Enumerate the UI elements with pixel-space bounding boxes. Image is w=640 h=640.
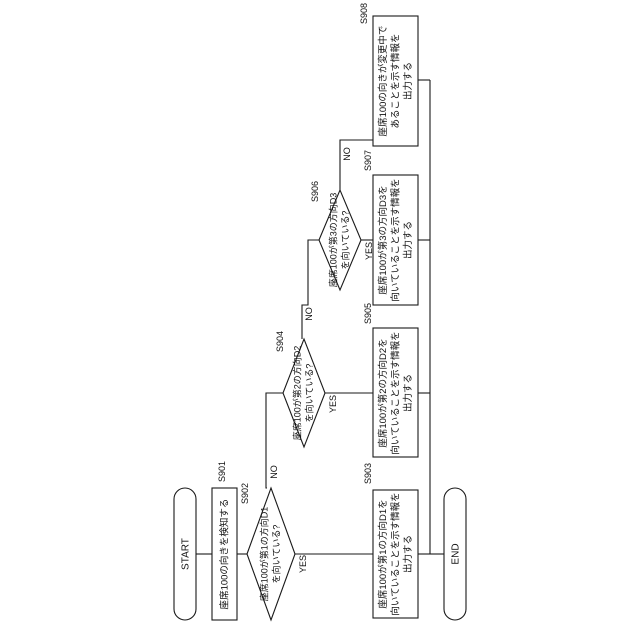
start-terminal: START: [174, 488, 196, 620]
s902-no-label: NO: [269, 465, 279, 479]
s904-diamond: 座席100が第2の方向D2 を向いている? S904 YES NO: [275, 307, 338, 447]
s903-text-line3: 出力する: [402, 535, 414, 573]
s902-yes-label: YES: [298, 555, 308, 573]
s901-text: 座席100の向きを検知する: [219, 499, 231, 610]
s907-box: 座席100が第3の方向D3を 向いていることを示す情報を 出力する S907: [363, 150, 418, 305]
s908-text-line2: あることを示す情報を: [390, 33, 402, 128]
s902-text-line2: を向いている?: [271, 525, 282, 584]
s903-text-line1: 座席100が第1の方向D1を: [377, 499, 389, 608]
s907-text-line3: 出力する: [402, 221, 414, 259]
s905-box: 座席100が第2の方向D2を 向いていることを示す情報を 出力する S905: [363, 303, 418, 457]
s908-text-line3: 出力する: [402, 62, 414, 100]
s906-no-label: NO: [342, 147, 352, 161]
start-label: START: [181, 538, 192, 570]
s903-step-label: S903: [363, 463, 373, 484]
end-label: END: [451, 543, 462, 564]
s908-step-label: S908: [359, 3, 369, 24]
s903-text-line2: 向いていることを示す情報を: [390, 492, 402, 615]
s907-text-line2: 向いていることを示す情報を: [390, 178, 402, 301]
s904-text-line2: を向いている?: [304, 364, 315, 423]
s906-step-label: S906: [310, 181, 320, 202]
s905-text-line3: 出力する: [402, 374, 414, 412]
s908-box: 座席100の向きが変更中で あることを示す情報を 出力する S908: [359, 3, 418, 146]
s905-text-line2: 向いていることを示す情報を: [390, 331, 402, 454]
s904-yes-label: YES: [328, 395, 338, 413]
s906-text-line1: 座席100が第3の方向D3: [328, 193, 339, 288]
s908-text-line1: 座席100の向きが変更中で: [377, 26, 389, 137]
s902-step-label: S902: [240, 483, 250, 504]
s902-diamond: 座席100が第1の方向D1 を向いている? S902 YES NO: [240, 465, 308, 620]
s906-text-line2: を向いている?: [340, 211, 351, 270]
s905-step-label: S905: [363, 303, 373, 324]
connector-s904-no-s906: [302, 240, 319, 339]
s903-box: 座席100が第1の方向D1を 向いていることを示す情報を 出力する S903: [363, 463, 418, 618]
s907-step-label: S907: [363, 150, 373, 171]
s905-text-line1: 座席100が第2の方向D2を: [377, 338, 389, 447]
s901-box: 座席100の向きを検知する S901: [212, 461, 237, 620]
s904-no-label: NO: [304, 307, 314, 321]
end-terminal: END: [444, 488, 466, 620]
s901-step-label: S901: [217, 461, 227, 482]
s907-text-line1: 座席100が第3の方向D3を: [377, 185, 389, 294]
s904-step-label: S904: [275, 331, 285, 352]
s904-text-line1: 座席100が第2の方向D2: [292, 346, 303, 441]
s902-text-line1: 座席100が第1の方向D1: [259, 507, 270, 602]
connectors: [196, 80, 444, 554]
